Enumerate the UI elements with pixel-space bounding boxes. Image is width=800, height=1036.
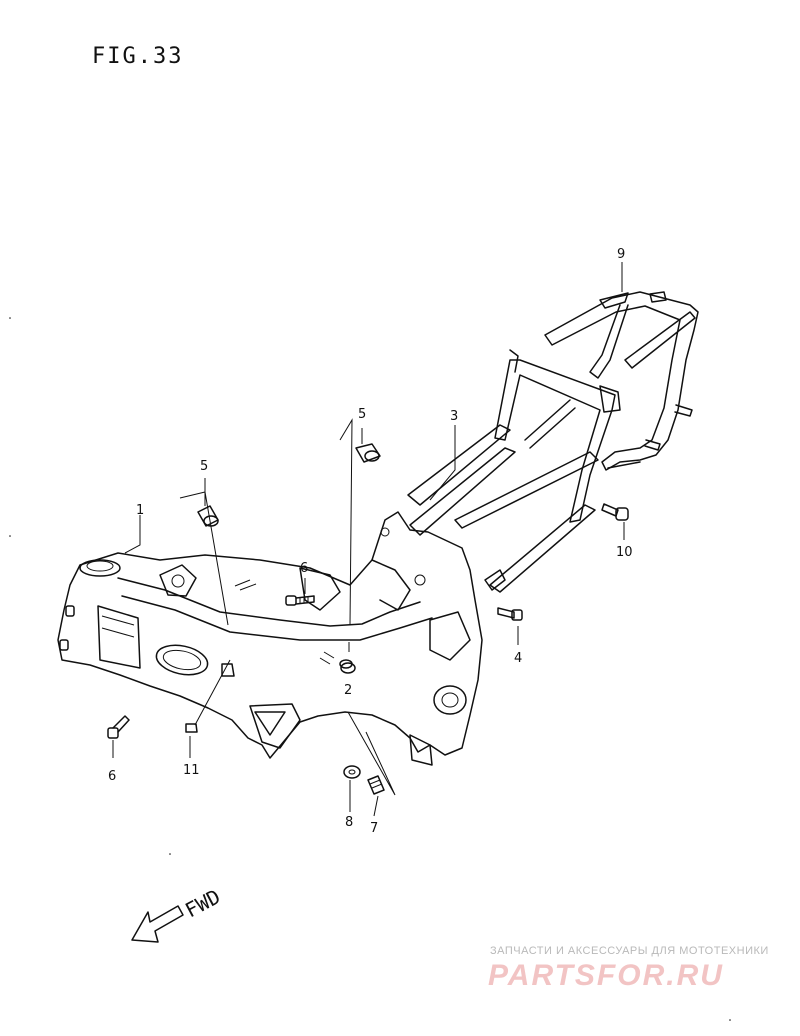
bushing-5-right	[355, 443, 381, 463]
rear-frame	[544, 291, 699, 471]
callout-5-left: 5	[200, 459, 208, 474]
callout-5-right: 5	[358, 407, 366, 422]
cap-11	[185, 663, 235, 733]
watermark: ЗАПЧАСТИ И АКСЕССУАРЫ ДЛЯ МОТОТЕХНИКИ PA…	[488, 945, 769, 992]
bolt-4	[497, 607, 523, 621]
main-frame	[57, 511, 483, 766]
seat-rail	[407, 349, 621, 593]
callout-1: 1	[136, 503, 144, 518]
callout-8: 8	[345, 815, 353, 830]
callout-11: 11	[183, 763, 200, 778]
bolt-6-lower	[107, 715, 130, 739]
callout-6-upper: 6	[300, 561, 308, 576]
spacer-7	[367, 775, 385, 795]
bolt-6-upper	[285, 595, 315, 606]
watermark-logo: PARTSFOR.RU	[488, 959, 724, 992]
fwd-label: FWD	[181, 884, 224, 922]
callout-7: 7	[370, 821, 378, 836]
figure-title: FIG.33	[92, 44, 184, 69]
callout-9: 9	[617, 247, 625, 262]
forward-direction-indicator: FWD	[131, 884, 224, 943]
callouts: 1 2 3 4 5 5 6 6 7 8 9 10 11	[108, 247, 633, 836]
forward-arrow-icon	[131, 905, 184, 943]
leader-lines	[112, 262, 625, 817]
callout-3: 3	[450, 409, 458, 424]
callout-2: 2	[344, 683, 352, 698]
watermark-tagline: ЗАПЧАСТИ И АКСЕССУАРЫ ДЛЯ МОТОТЕХНИКИ	[490, 945, 769, 957]
callout-10: 10	[616, 545, 633, 560]
callout-4: 4	[514, 651, 522, 666]
bushing-2	[339, 659, 353, 669]
callout-6-lower: 6	[108, 769, 116, 784]
bolt-10	[601, 503, 629, 521]
washer-8	[343, 765, 361, 779]
